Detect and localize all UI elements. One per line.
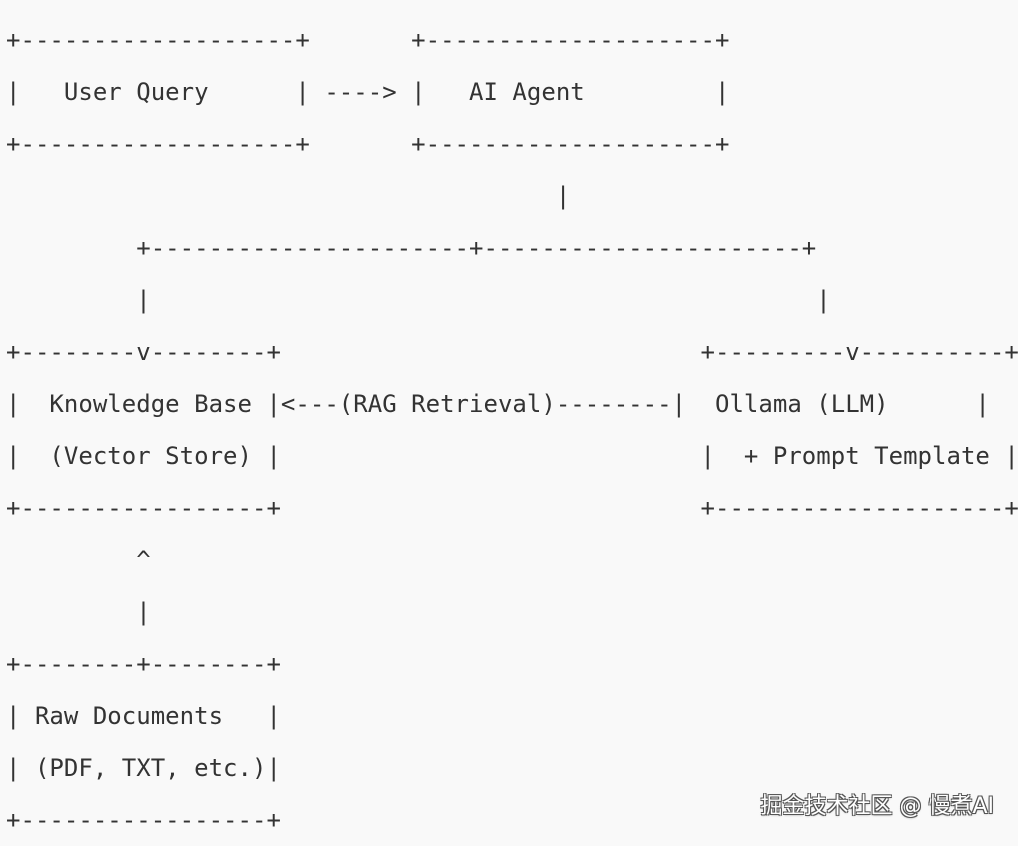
top-boxes-border-bottom: +-------------------+ +-----------------… <box>6 130 730 158</box>
vector-store-prompt-template-row: | (Vector Store) | | + Prompt Template | <box>6 442 1018 470</box>
up-arrow: ^ <box>6 546 151 574</box>
up-connector: | <box>6 598 151 626</box>
middle-boxes-border-top: +--------v--------+ +---------v---------… <box>6 338 1018 366</box>
ai-agent-down-connector: | <box>6 182 571 210</box>
ascii-architecture-diagram: +-------------------+ +-----------------… <box>6 14 1018 846</box>
branch-connector: +----------------------+----------------… <box>6 234 817 262</box>
raw-documents-types-row: | (PDF, TXT, etc.)| <box>6 754 281 782</box>
top-boxes-border-top: +-------------------+ +-----------------… <box>6 26 730 54</box>
branch-vertical-connectors: | | <box>6 286 831 314</box>
watermark: 掘金技术社区 @ 慢煮AI <box>760 794 994 819</box>
user-query-to-ai-agent-row: | User Query | ----> | AI Agent | <box>6 78 730 106</box>
raw-documents-border-bottom: +-----------------+ <box>6 806 281 834</box>
raw-documents-border-top: +--------+--------+ <box>6 650 281 678</box>
knowledge-base-rag-ollama-row: | Knowledge Base |<---(RAG Retrieval)---… <box>6 390 990 418</box>
middle-boxes-border-bottom: +-----------------+ +-------------------… <box>6 494 1018 522</box>
raw-documents-row: | Raw Documents | <box>6 702 281 730</box>
